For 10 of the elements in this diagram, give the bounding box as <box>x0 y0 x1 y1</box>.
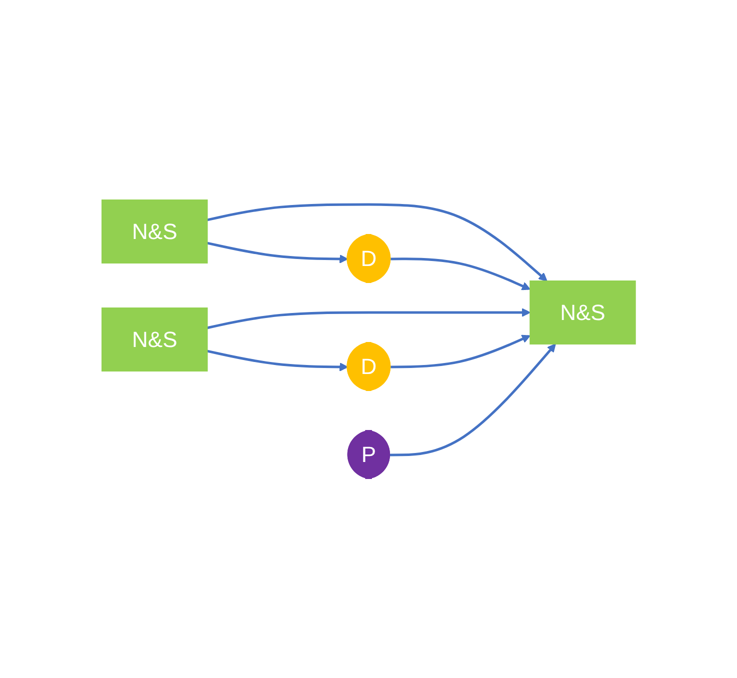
node-box: N&S <box>101 199 208 264</box>
arrow <box>206 308 530 329</box>
arrow <box>390 334 530 368</box>
arrow <box>206 242 348 264</box>
arrow <box>206 203 548 282</box>
arrow <box>206 350 348 372</box>
arrow <box>390 257 530 290</box>
node-box: N&S <box>529 280 636 344</box>
arrow <box>390 343 556 456</box>
node-box: N&S <box>101 307 208 372</box>
